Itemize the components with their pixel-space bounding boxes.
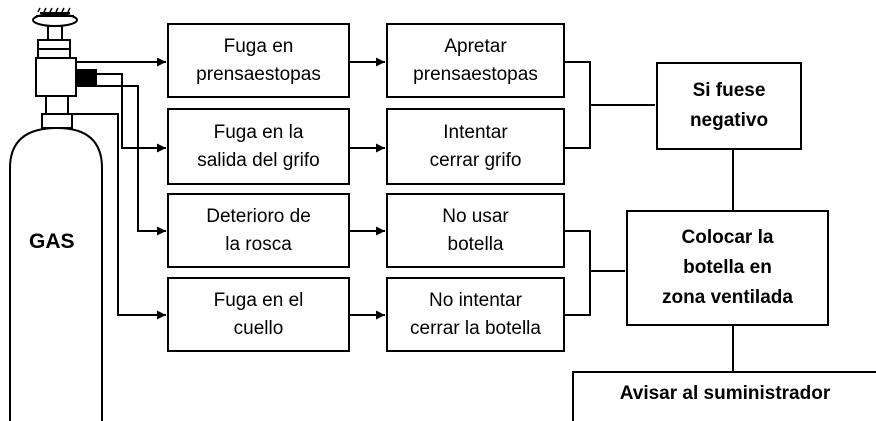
cause-box-prensaestopas: Fuga en prensaestopas xyxy=(167,23,350,98)
action-box-cerrar-grifo: Intentar cerrar grifo xyxy=(386,108,565,185)
action-box-apretar: Apretar prensaestopas xyxy=(386,23,565,98)
gas-label: GAS xyxy=(29,230,75,253)
outcome-box-ventilada: Colocar la botella en zona ventilada xyxy=(626,210,829,326)
action-connectors xyxy=(350,57,385,320)
cause-box-rosca: Deterioro de la rosca xyxy=(167,193,350,268)
outcome-box-negativo: Si fuese negativo xyxy=(656,62,802,150)
cause-box-salida-grifo: Fuga en la salida del grifo xyxy=(167,108,350,185)
cause-box-cuello: Fuga en el cuello xyxy=(167,277,350,352)
outcome-box-suministrador: Avisar al suministrador xyxy=(572,371,876,421)
outcome-connectors xyxy=(565,61,734,371)
action-box-no-cerrar: No intentar cerrar la botella xyxy=(386,277,565,352)
action-box-no-usar: No usar botella xyxy=(386,193,565,268)
gas-cylinder-icon xyxy=(9,7,103,421)
cause-connectors xyxy=(72,57,166,320)
